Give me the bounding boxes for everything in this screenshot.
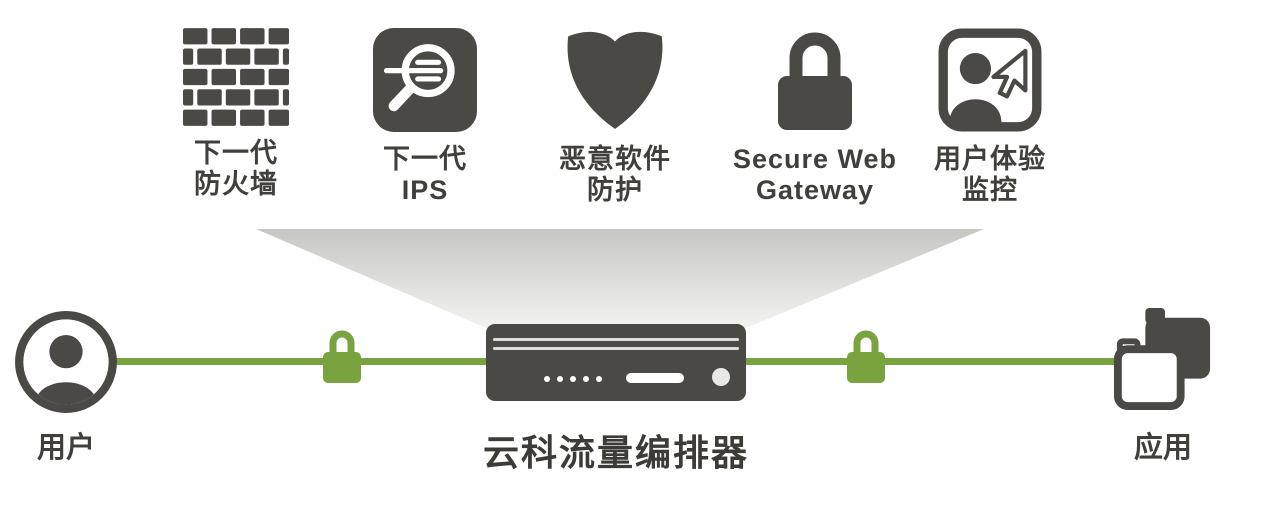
user-experience-monitor-icon: [938, 28, 1042, 132]
ips-magnifier-icon: [373, 28, 477, 132]
user-label: 用户: [36, 432, 95, 464]
appliance-groove: [493, 347, 739, 350]
led-dot: [544, 376, 550, 382]
service-funnel: [256, 229, 984, 328]
service-column-ips: 下一代 IPS: [330, 0, 520, 206]
service-column-swg: Secure Web Gateway: [720, 0, 910, 206]
appliance-led-dots: [544, 376, 602, 382]
service-label-line1: 下一代: [194, 138, 278, 168]
cursor-arrow-icon: [991, 48, 1028, 99]
applications-windows-icon: [1113, 308, 1211, 410]
appliance-groove: [493, 338, 739, 341]
service-label-swg: Secure Web Gateway: [720, 144, 910, 206]
app-label: 应用: [1133, 432, 1192, 464]
led-dot: [583, 376, 589, 382]
swg-lock-icon: [778, 32, 852, 130]
service-label-line1: 下一代: [383, 144, 467, 174]
led-dot: [570, 376, 576, 382]
service-label-malware: 恶意软件 防护: [520, 144, 710, 206]
appliance-power-button: [712, 368, 730, 386]
service-column-ngfw: 下一代 防火墙: [141, 0, 331, 200]
service-column-malware: 恶意软件 防护: [520, 0, 710, 206]
led-dot: [557, 376, 563, 382]
led-dot: [596, 376, 602, 382]
firewall-bricks-icon: [183, 28, 289, 126]
service-label-line2: 防火墙: [194, 169, 278, 200]
orchestrator-label: 云科流量编排器: [482, 432, 749, 473]
service-label-line1: Secure Web: [732, 144, 898, 174]
user-icon: [15, 311, 117, 413]
service-label-line1: 用户体验: [934, 144, 1046, 174]
service-label-ips: 下一代 IPS: [330, 144, 520, 206]
service-column-uem: 用户体验 监控: [895, 0, 1085, 206]
service-label-ngfw: 下一代 防火墙: [141, 138, 331, 200]
service-label-line1: 恶意软件: [559, 144, 671, 174]
service-label-line2: 监控: [962, 175, 1018, 206]
orchestrator-appliance: [486, 324, 746, 401]
encryption-lock-left-icon: [323, 330, 361, 383]
service-label-uem: 用户体验 监控: [895, 144, 1085, 206]
service-label-line2: IPS: [401, 175, 449, 206]
appliance-drive-bay: [626, 373, 684, 383]
malware-shield-icon: [567, 31, 663, 129]
service-label-line2: Gateway: [755, 175, 875, 206]
encryption-lock-right-icon: [847, 330, 885, 383]
service-label-line2: 防护: [587, 175, 643, 206]
